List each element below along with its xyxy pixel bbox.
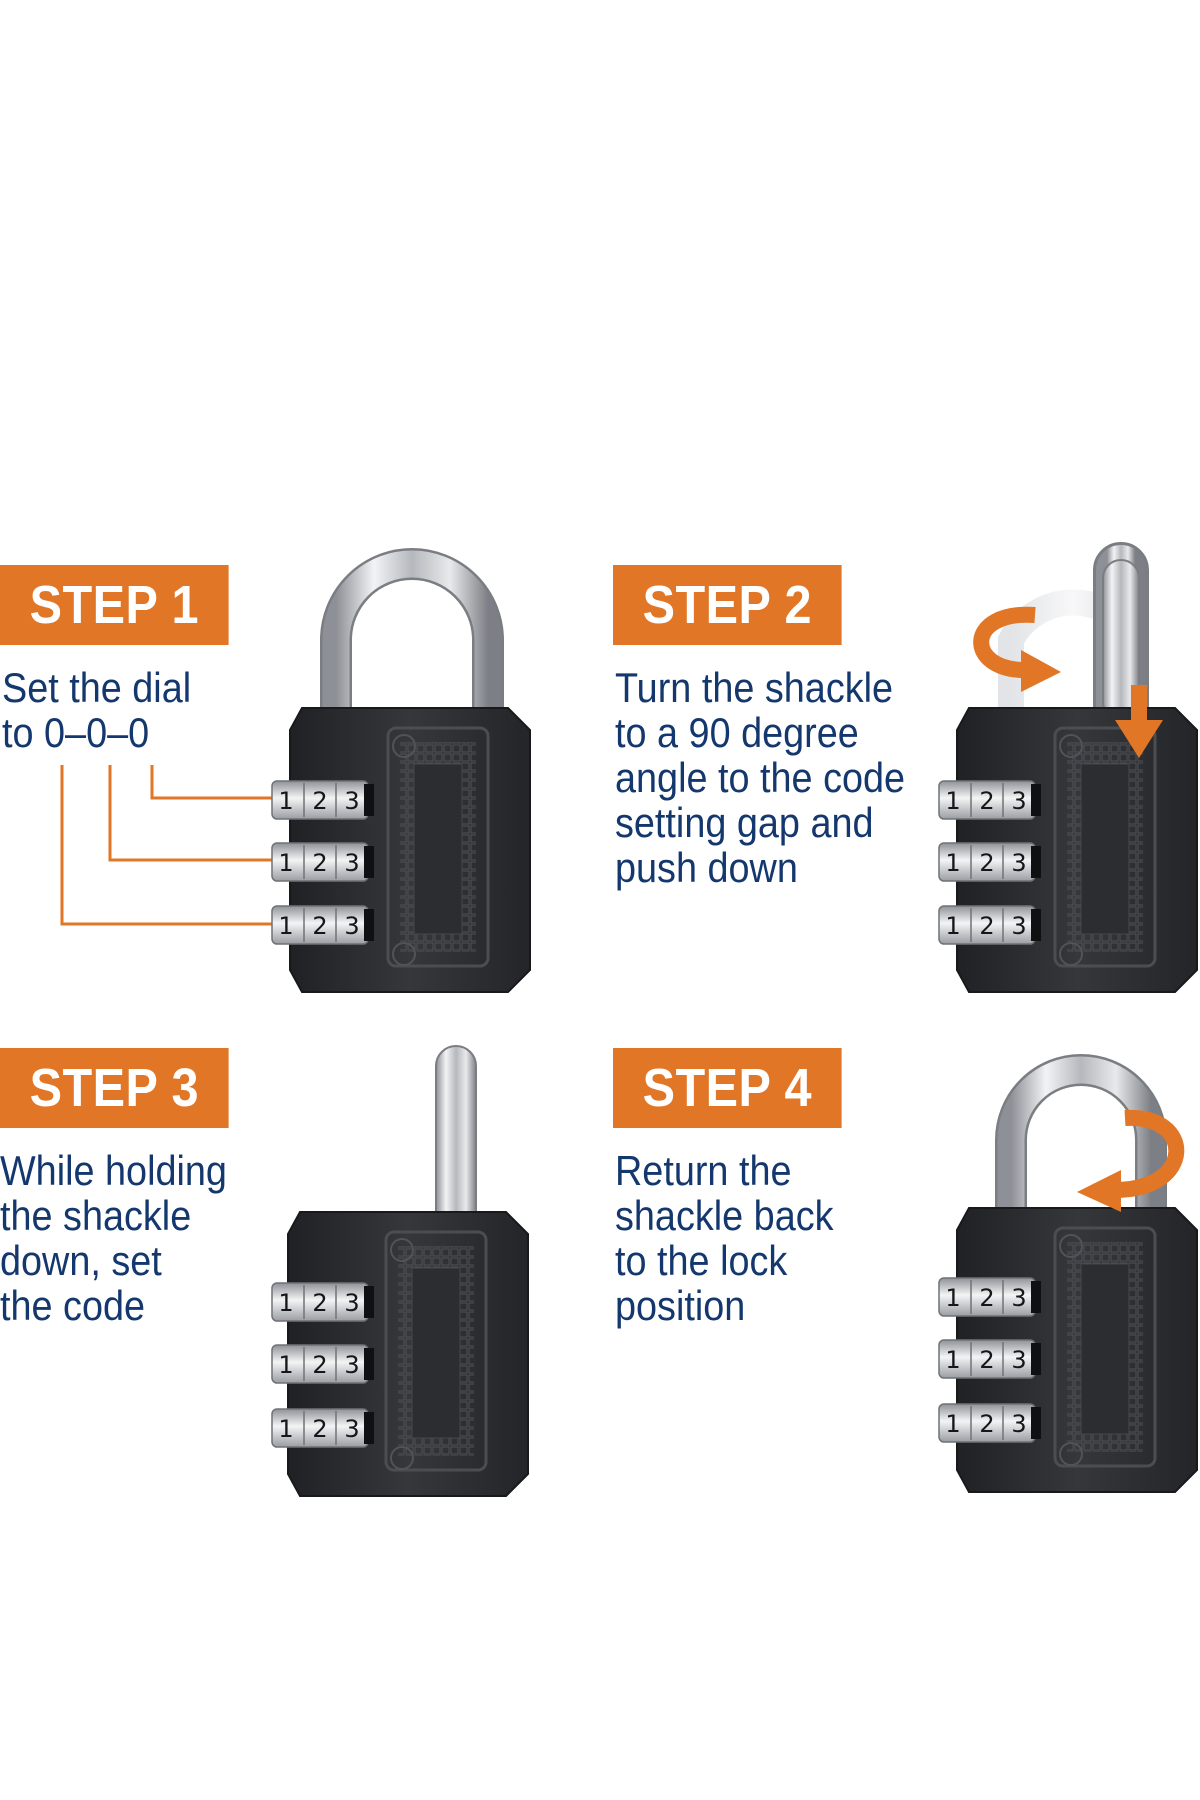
step-4-line-4: position bbox=[615, 1282, 746, 1329]
padlock-step-1: 1 2 3 1 2 3 1 2 3 bbox=[271, 548, 532, 994]
dial-3: 1 2 3 bbox=[271, 1408, 375, 1448]
dial-1: 1 2 3 bbox=[271, 1282, 375, 1322]
svg-text:1: 1 bbox=[278, 849, 293, 877]
padlock-step-2: 1 2 3 1 2 3 1 2 3 bbox=[938, 542, 1199, 994]
svg-text:1: 1 bbox=[945, 787, 960, 815]
step-1-badge: STEP 1 bbox=[0, 565, 229, 645]
dial-1: 1 2 3 bbox=[938, 780, 1042, 820]
step-2-line-2: to a 90 degree bbox=[615, 709, 859, 756]
svg-text:1: 1 bbox=[945, 849, 960, 877]
svg-text:2: 2 bbox=[979, 1410, 994, 1438]
dial-2: 1 2 3 bbox=[938, 1339, 1042, 1379]
padlock-step-4: 1 2 3 1 2 3 1 2 3 bbox=[938, 1054, 1199, 1494]
step-2-line-3: angle to the code bbox=[615, 754, 906, 801]
svg-text:3: 3 bbox=[344, 912, 359, 940]
step-3-line-4: the code bbox=[0, 1282, 146, 1329]
svg-text:2: 2 bbox=[312, 849, 327, 877]
dial-3: 1 2 3 bbox=[271, 905, 375, 945]
dial-2: 1 2 3 bbox=[271, 842, 375, 882]
step-4-instructions: Return the shackle back to the lock posi… bbox=[615, 1148, 834, 1328]
svg-text:3: 3 bbox=[344, 787, 359, 815]
rotate-arrow-icon bbox=[973, 606, 1061, 692]
step-2-line-1: Turn the shackle bbox=[615, 664, 894, 711]
step-3-instructions: While holding the shackle down, set the … bbox=[0, 1148, 227, 1328]
svg-text:3: 3 bbox=[1011, 1410, 1026, 1438]
svg-text:1: 1 bbox=[278, 1415, 293, 1443]
svg-text:2: 2 bbox=[312, 787, 327, 815]
step-1-line-1: Set the dial bbox=[2, 664, 192, 711]
dial-3: 1 2 3 bbox=[938, 905, 1042, 945]
step-2-instructions: Turn the shackle to a 90 degree angle to… bbox=[615, 665, 905, 890]
svg-text:3: 3 bbox=[344, 1351, 359, 1379]
svg-text:3: 3 bbox=[1011, 787, 1026, 815]
svg-text:1: 1 bbox=[278, 1289, 293, 1317]
svg-text:3: 3 bbox=[1011, 849, 1026, 877]
svg-text:2: 2 bbox=[979, 849, 994, 877]
svg-text:1: 1 bbox=[278, 1351, 293, 1379]
svg-text:1: 1 bbox=[945, 1284, 960, 1312]
svg-text:2: 2 bbox=[312, 1289, 327, 1317]
svg-text:1: 1 bbox=[945, 1346, 960, 1374]
step-2-badge: STEP 2 bbox=[613, 565, 842, 645]
svg-text:1: 1 bbox=[278, 787, 293, 815]
step-3-badge: STEP 3 bbox=[0, 1048, 229, 1128]
dial-2: 1 2 3 bbox=[938, 842, 1042, 882]
step-1-instructions: Set the dial to 0–0–0 bbox=[2, 665, 191, 755]
svg-text:2: 2 bbox=[979, 1284, 994, 1312]
step-4-line-3: to the lock bbox=[615, 1237, 788, 1284]
push-down-arrow-icon bbox=[1115, 685, 1163, 758]
svg-text:2: 2 bbox=[979, 1346, 994, 1374]
step-2-line-4: setting gap and bbox=[615, 799, 874, 846]
svg-text:3: 3 bbox=[344, 1415, 359, 1443]
svg-text:2: 2 bbox=[979, 787, 994, 815]
dial-3: 1 2 3 bbox=[938, 1403, 1042, 1443]
dial-2: 1 2 3 bbox=[271, 1344, 375, 1384]
step-3-line-2: the shackle bbox=[0, 1192, 192, 1239]
svg-text:2: 2 bbox=[312, 1351, 327, 1379]
svg-text:1: 1 bbox=[278, 912, 293, 940]
svg-text:2: 2 bbox=[979, 912, 994, 940]
svg-text:3: 3 bbox=[1011, 1346, 1026, 1374]
svg-text:1: 1 bbox=[945, 912, 960, 940]
step-4-line-2: shackle back bbox=[615, 1192, 834, 1239]
svg-text:2: 2 bbox=[312, 912, 327, 940]
step-3-line-3: down, set bbox=[0, 1237, 162, 1284]
svg-text:3: 3 bbox=[344, 849, 359, 877]
svg-text:3: 3 bbox=[1011, 912, 1026, 940]
svg-text:1: 1 bbox=[945, 1410, 960, 1438]
step-1-line-2: to 0–0–0 bbox=[2, 709, 150, 756]
step-4-badge: STEP 4 bbox=[613, 1048, 842, 1128]
svg-text:2: 2 bbox=[312, 1415, 327, 1443]
svg-text:3: 3 bbox=[344, 1289, 359, 1317]
rotate-arrow-icon bbox=[1077, 1109, 1185, 1212]
padlock-step-3: 1 2 3 1 2 3 1 2 3 bbox=[271, 1045, 530, 1498]
step-3-line-1: While holding bbox=[0, 1147, 227, 1194]
step-2-line-5: push down bbox=[615, 844, 798, 891]
step-4-line-1: Return the bbox=[615, 1147, 792, 1194]
svg-text:3: 3 bbox=[1011, 1284, 1026, 1312]
dial-1: 1 2 3 bbox=[271, 780, 375, 820]
dial-1: 1 2 3 bbox=[938, 1277, 1042, 1317]
